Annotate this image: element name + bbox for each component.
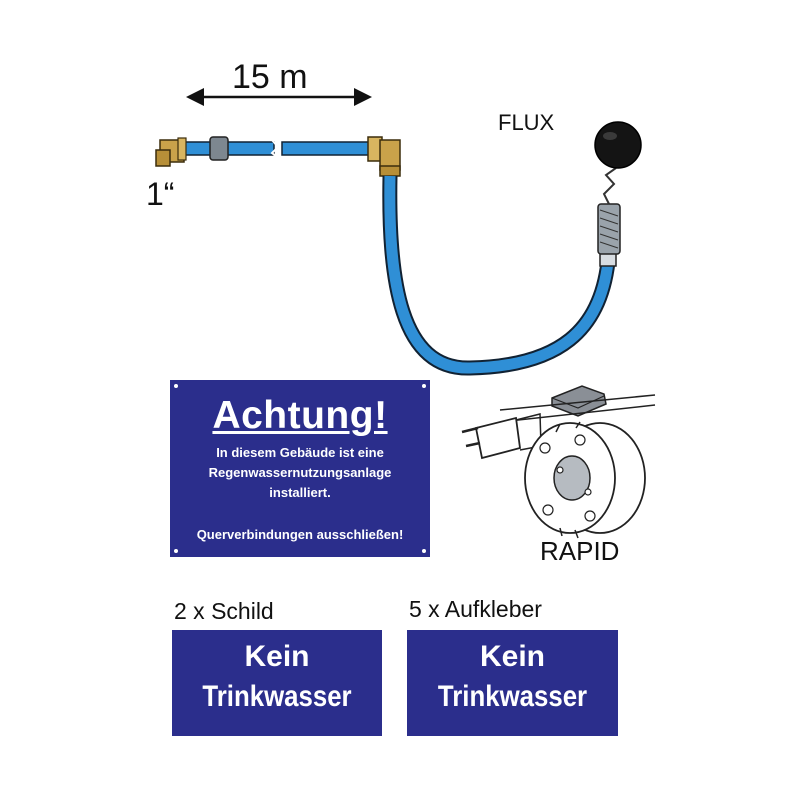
- plate-caption: 2 x Schild: [174, 598, 274, 624]
- warning-line-4: Querverbindungen ausschließen!: [196, 527, 404, 542]
- sticker-sign-line-1: Kein: [479, 640, 545, 673]
- sticker-caption: 5 x Aufkleber: [409, 596, 542, 622]
- warning-title: Achtung!: [212, 394, 388, 437]
- curved-hose: [382, 175, 616, 376]
- distance-label: 15 m: [232, 58, 308, 96]
- dimension-arrow: [186, 88, 372, 106]
- plate-sign: Kein Trinkwasser: [172, 630, 382, 736]
- warning-line-3: installiert.: [269, 485, 331, 500]
- sticker-sign-line-2: Trinkwasser: [437, 680, 588, 713]
- flux-filter: [594, 121, 642, 267]
- thread-size-label: 1“: [146, 176, 175, 212]
- rapid-label: RAPID: [540, 536, 620, 566]
- left-brass-fitting: [155, 137, 187, 167]
- warning-line-1: In diesem Gebäude ist eine: [216, 445, 384, 460]
- right-brass-fitting: [367, 136, 401, 177]
- sticker-sign: Kein Trinkwasser: [407, 630, 618, 736]
- warning-line-2: Regenwassernutzungsanlage: [208, 465, 392, 480]
- warning-sign: Achtung! In diesem Gebäude ist eine Rege…: [170, 380, 430, 557]
- rapid-connector: [461, 385, 656, 539]
- plate-sign-line-2: Trinkwasser: [202, 680, 352, 713]
- hose-clamp: [209, 136, 229, 161]
- straight-hose: [177, 136, 371, 161]
- plate-sign-line-1: Kein: [244, 640, 310, 673]
- flux-label: FLUX: [498, 110, 555, 135]
